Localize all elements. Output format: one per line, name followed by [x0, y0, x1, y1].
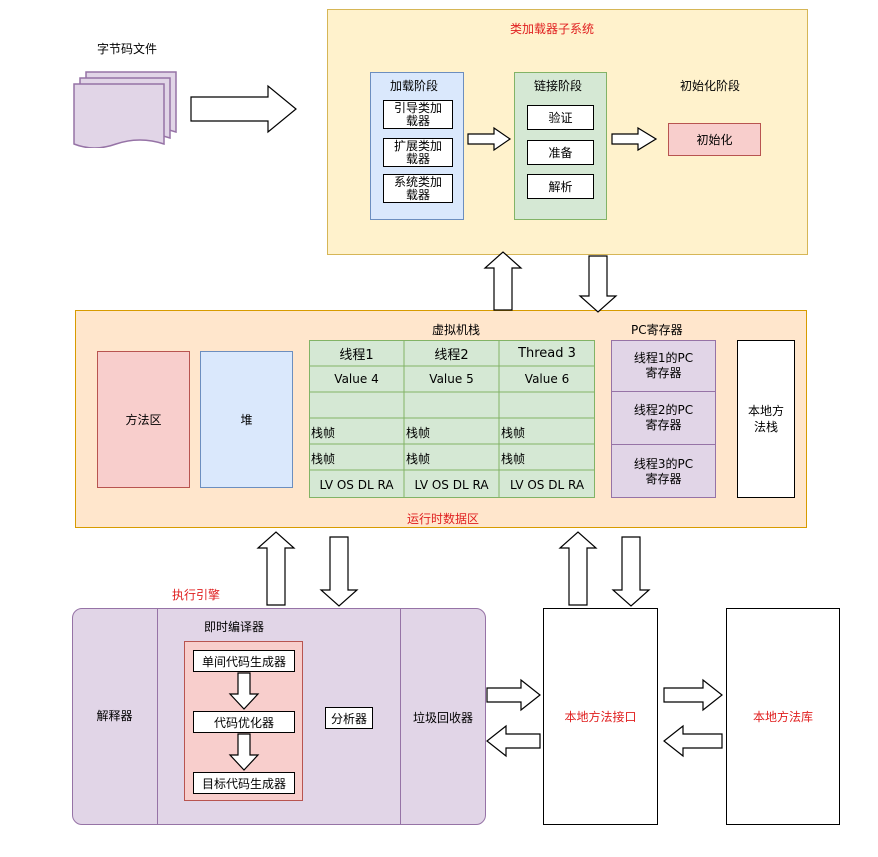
- pc-register-title: PC寄存器: [631, 323, 683, 337]
- native-method-stack: 本地方法栈: [737, 340, 795, 498]
- frame-detail: LV OS DL RA: [319, 478, 394, 492]
- native-method-library: 本地方法库: [726, 608, 840, 825]
- code-optimizer: 代码优化器: [193, 711, 295, 733]
- interpreter: 解释器: [96, 708, 133, 723]
- vm-stack-title: 虚拟机栈: [432, 323, 481, 337]
- thread-value: Value 6: [524, 372, 570, 386]
- heap: 堆: [200, 351, 293, 488]
- verify-step: 验证: [527, 105, 594, 130]
- arrow-up: [483, 251, 523, 311]
- class-loader-title: 类加载器子系统: [510, 22, 595, 36]
- stack-frame: 栈帧: [501, 452, 526, 466]
- arrow-up: [558, 531, 598, 606]
- bootstrap-classloader: 引导类加载器: [383, 100, 453, 129]
- single-code-generator: 单间代码生成器: [193, 650, 295, 672]
- target-code-generator: 目标代码生成器: [193, 772, 295, 794]
- thread-header: 线程1: [339, 347, 374, 363]
- loading-phase-title: 加载阶段: [390, 79, 439, 93]
- arrow-right: [467, 126, 512, 152]
- frame-detail: LV OS DL RA: [414, 478, 489, 492]
- thread-value: Value 5: [429, 372, 474, 386]
- pc-register-item: 线程2的PC寄存器: [611, 392, 716, 445]
- thread-value: Value 4: [334, 372, 379, 386]
- method-area: 方法区: [97, 351, 190, 488]
- pc-register-item: 线程1的PC寄存器: [611, 340, 716, 392]
- pc-register-item: 线程3的PC寄存器: [633, 456, 694, 486]
- resolve-step: 解析: [527, 174, 594, 199]
- init-phase-title: 初始化阶段: [680, 79, 741, 93]
- arrow-up: [256, 531, 296, 606]
- system-classloader: 系统类加载器: [383, 174, 453, 203]
- jit-compiler-title: 即时编译器: [204, 620, 265, 634]
- prepare-step: 准备: [527, 140, 594, 165]
- arrow-down: [611, 536, 651, 607]
- thread-header: Thread 3: [518, 345, 576, 361]
- stack-frame: 栈帧: [311, 426, 336, 440]
- arrow-down: [228, 672, 260, 710]
- garbage-collector: 垃圾回收器: [412, 710, 473, 725]
- stack-frame: 栈帧: [406, 452, 431, 466]
- arrow-down: [578, 255, 618, 313]
- extension-classloader: 扩展类加载器: [383, 138, 453, 167]
- arrow-down: [319, 536, 359, 607]
- arrow-down: [228, 733, 260, 771]
- runtime-data-area-title: 运行时数据区: [407, 512, 480, 526]
- arrow-right: [190, 84, 297, 134]
- analyzer: 分析器: [325, 707, 373, 729]
- stack-frame: 栈帧: [501, 426, 526, 440]
- stack-frame: 栈帧: [311, 452, 336, 466]
- vm-stack-grid: [309, 340, 595, 498]
- init-step: 初始化: [668, 123, 761, 156]
- linking-phase-title: 链接阶段: [534, 79, 583, 93]
- arrow-left: [663, 724, 723, 758]
- bytecode-file-icon: [73, 71, 177, 148]
- native-method-interface: 本地方法接口: [543, 608, 658, 825]
- stack-frame: 栈帧: [406, 426, 431, 440]
- bytecode-file-label: 字节码文件: [97, 42, 158, 56]
- arrow-right: [663, 678, 723, 712]
- thread-header: 线程2: [434, 347, 469, 363]
- arrow-right: [611, 126, 658, 152]
- pc-register: [611, 340, 716, 498]
- arrow-left: [486, 724, 541, 758]
- arrow-right: [486, 678, 541, 712]
- engine-divider: [157, 608, 158, 825]
- engine-divider: [400, 608, 401, 825]
- execution-engine-title: 执行引擎: [172, 588, 221, 602]
- frame-detail: LV OS DL RA: [509, 478, 585, 492]
